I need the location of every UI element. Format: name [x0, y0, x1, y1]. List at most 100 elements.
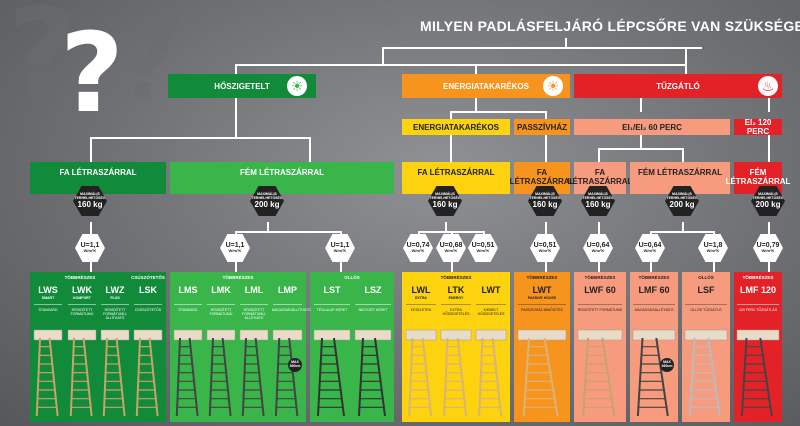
divider — [633, 304, 675, 305]
ladder-image — [312, 328, 352, 418]
page-title: MILYEN PADLÁSFELJÁRÓ LÉPCSŐRE VAN SZÜKSÉ… — [420, 18, 800, 34]
product-lwl[interactable]: LWL EXTRA KÉSZLETEN — [404, 284, 438, 420]
product-sub: EXTRA — [404, 297, 438, 301]
ladder-image — [32, 328, 64, 418]
product-description: STANDARD — [33, 308, 63, 312]
u-unit: W/m²K — [412, 249, 425, 254]
category-label: ENERGIATAKARÉKOS — [443, 82, 529, 91]
fire-icon: ♨ — [758, 76, 778, 96]
divider — [174, 304, 202, 305]
product-description: TÉGLALAP KERET — [313, 308, 351, 312]
divider — [518, 304, 566, 305]
ladder-image — [516, 328, 568, 418]
product-code: LMF 60 — [631, 286, 677, 295]
product-description: RÖVIDÍTETT FORMÁTUMÚ, ÁLLÍTHATÓ — [100, 308, 130, 321]
ladder-image — [353, 328, 393, 418]
product-sub: PASSIVE HOUSE — [516, 297, 568, 301]
divider — [34, 304, 62, 305]
background-question-mark: ? — [148, 4, 183, 64]
u-value-badge: U=0,64 W/m²K — [635, 234, 665, 262]
divider — [476, 304, 506, 305]
u-value-badge: U=1,1 W/m²K — [325, 234, 355, 262]
product-description: NEGYZET KERET — [354, 308, 392, 312]
product-code: LWT — [474, 286, 508, 295]
product-description: PASSZÍVHÁZ MINŐSÍTÉS — [517, 308, 567, 312]
u-value-badge: U=0,51 W/m²K — [530, 234, 560, 262]
product-description: RÖVIDÍTETT FORMÁTUMÚ — [577, 308, 623, 312]
material-label: FÉM LÉTRASZÁRRAL — [240, 168, 324, 177]
product-description: CSÚSZÓTETŐS — [133, 308, 163, 312]
u-unit: W/m²K — [707, 249, 720, 254]
product-lml[interactable]: LML RÖVIDÍTETT FORMÁTUMÚ, ÁLLÍTHATÓ — [238, 284, 270, 420]
u-unit: W/m²K — [539, 249, 552, 254]
load-value: 200 kg — [255, 201, 280, 209]
subcategory-ei60: EI₁/EI₂ 60 PERC — [574, 119, 730, 135]
load-value: 200 kg — [756, 201, 781, 209]
product-code: LWT — [516, 286, 568, 295]
product-code: LST — [312, 286, 352, 295]
u-value-badge: U=0,51 W/m²K — [468, 234, 498, 262]
product-lsz[interactable]: LSZ NEGYZET KERET — [353, 284, 393, 420]
product-code: LSZ — [353, 286, 393, 295]
max-value: 360cm — [290, 365, 301, 369]
ladder-image — [474, 328, 508, 418]
u-value-badge: U=0,68 W/m²K — [436, 234, 466, 262]
subcategory-label: ENERGIATAKARÉKOS — [413, 123, 499, 132]
u-unit: W/m²K — [445, 249, 458, 254]
ladder-image — [132, 328, 164, 418]
subcategory-label: PASSZÍVHÁZ — [517, 123, 567, 132]
panel-header: CSÚSZÓTETŐS — [130, 275, 166, 280]
max-height-badge: MAX 360cm — [660, 358, 674, 372]
product-description: EXTRA HŐSZIGETELÉS — [440, 308, 472, 316]
ladder-image — [172, 328, 204, 418]
product-sub: KOMFORT — [66, 297, 98, 301]
product-description: 120 PERC TŰZGÁTLÁS — [736, 308, 780, 312]
u-unit: W/m²K — [762, 249, 775, 254]
product-description: OLLÓS TŰZGÁTLÓ — [684, 308, 728, 312]
max-value: 360cm — [662, 365, 673, 369]
panel-header: OLLÓS — [682, 275, 730, 280]
product-code: LWZ — [99, 286, 131, 295]
product-code: LML — [238, 286, 270, 295]
material-label: FA LÉTRASZÁRRAL — [59, 168, 136, 177]
product-description: RÖVIDÍTETT FORMÁTUMÚ, ÁLLÍTHATÓ — [239, 308, 269, 321]
divider — [273, 304, 302, 305]
load-value: 160 kg — [433, 201, 458, 209]
subcategory-ei120: EI₂ 120 PERC — [734, 119, 782, 135]
product-code: LWK — [66, 286, 98, 295]
product-description: KÉSZLETEN — [405, 308, 437, 312]
divider — [685, 304, 727, 305]
ladder-image — [404, 328, 438, 418]
divider — [406, 304, 436, 305]
u-value-badge: U=1,1 W/m²K — [75, 234, 105, 262]
material-label: FÉM LÉTRASZÁRRAL — [638, 168, 722, 177]
ladder-image — [99, 328, 131, 418]
category-tuzgatlo: TŰZGÁTLÓ — [574, 74, 782, 98]
category-label: HŐSZIGETELT — [214, 82, 269, 91]
divider — [314, 304, 350, 305]
subcategory-label: EI₁/EI₂ 60 PERC — [622, 123, 682, 132]
product-code: LMS — [172, 286, 204, 295]
product-code: LWL — [404, 286, 438, 295]
product-lwt_ph[interactable]: LWT PASSIVE HOUSE PASSZÍVHÁZ MINŐSÍTÉS — [516, 284, 568, 420]
u-unit: W/m²K — [229, 249, 242, 254]
load-value: 160 kg — [533, 201, 558, 209]
panel-header: TÖBBRÉSZES — [402, 275, 510, 280]
ladder-image — [439, 328, 473, 418]
ladder-image — [271, 328, 304, 418]
subcategory-passzivhaz: PASSZÍVHÁZ — [514, 119, 570, 135]
product-lst[interactable]: LST TÉGLALAP KERET — [312, 284, 352, 420]
